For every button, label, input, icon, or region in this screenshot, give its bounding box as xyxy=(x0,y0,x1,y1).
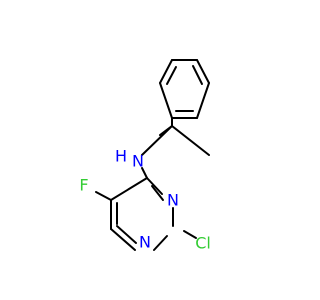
atom-label-cl: Cl xyxy=(195,234,211,253)
phenyl-ring xyxy=(159,59,210,119)
side-chain xyxy=(141,117,210,156)
pyrimidine-ring xyxy=(110,177,174,251)
bond-n-to-pyrimidine xyxy=(141,167,148,179)
bond-pyr-double-1 xyxy=(151,185,164,201)
bond-pyr-3 xyxy=(153,235,168,251)
bond-ring-to-cl xyxy=(183,230,197,239)
bond-pyr-double-2 xyxy=(116,225,137,244)
bond-ch-top xyxy=(159,125,173,136)
atom-labels: H N F N N Cl xyxy=(79,147,210,253)
atom-label-n-ring-bottom: N xyxy=(139,233,151,252)
atom-label-n-amine: N xyxy=(132,152,144,171)
atom-label-f: F xyxy=(79,176,88,195)
chemical-structure-drawing: H N F N N Cl xyxy=(79,59,211,253)
molecule-canvas: H N F N N Cl xyxy=(79,59,211,253)
bond-ring-to-f xyxy=(95,191,112,201)
bond-ph-6 xyxy=(159,59,173,84)
bond-pyr-6 xyxy=(110,177,148,201)
bond-ch-to-ch3 xyxy=(171,125,210,156)
atom-label-n-ring-top: N xyxy=(167,191,179,210)
bond-pyr-4 xyxy=(110,228,136,251)
bond-ph-1 xyxy=(159,82,173,119)
bond-pyr-1 xyxy=(146,177,163,195)
bond-ph-3 xyxy=(196,82,210,119)
bond-ph-double-2 xyxy=(192,65,203,85)
atom-label-h: H xyxy=(115,147,127,166)
bond-ph-4 xyxy=(196,59,210,84)
bond-ph-double-3 xyxy=(166,66,177,85)
